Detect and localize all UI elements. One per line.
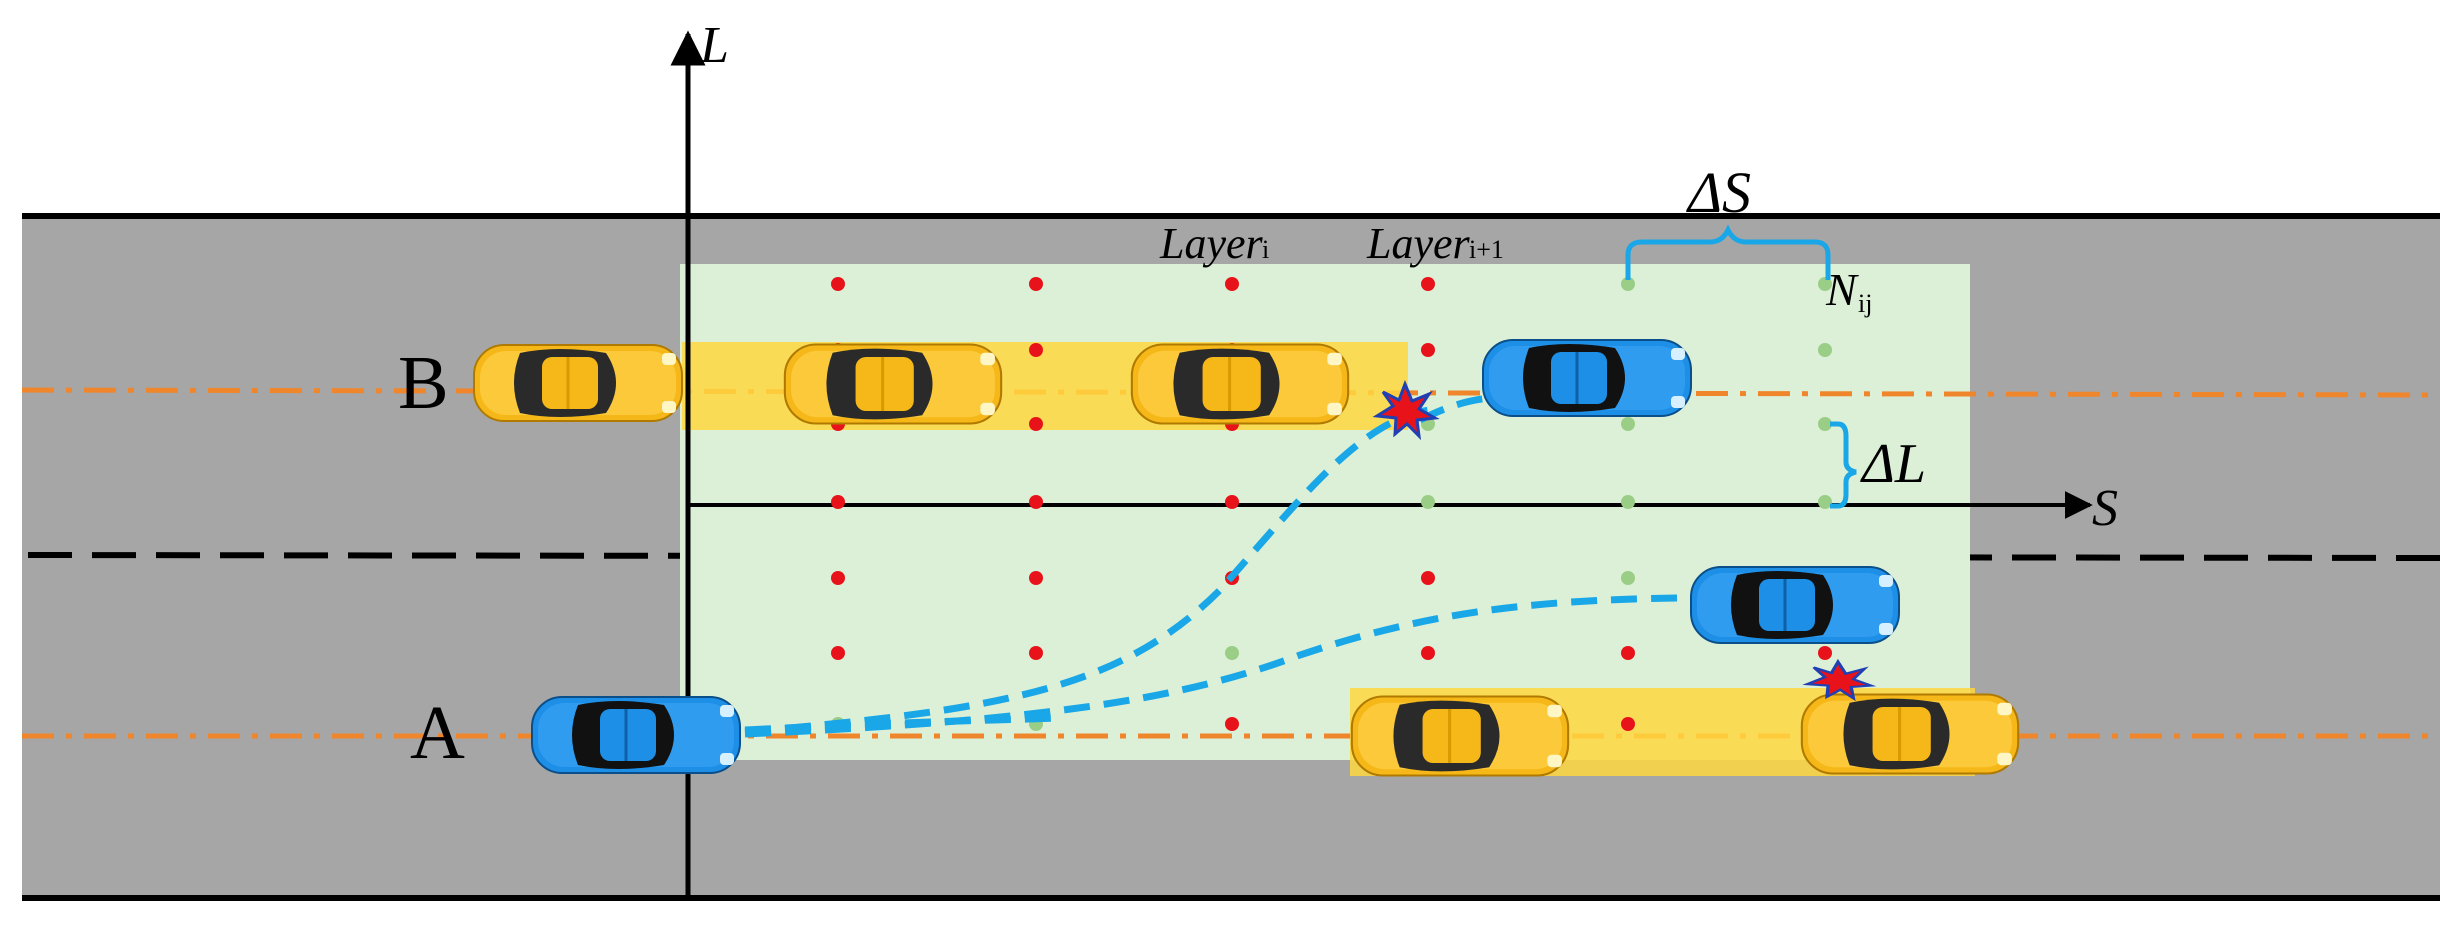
layer-next-label: Layer i+1	[1366, 219, 1504, 268]
car-yellow-a-2	[1800, 692, 2020, 776]
delta-l-brace	[1830, 421, 1857, 509]
lattice-node-blocked	[1421, 277, 1435, 291]
layer-i-label: Layer i	[1159, 219, 1269, 268]
car-blue-upper	[1481, 338, 1693, 418]
lattice-node-blocked	[831, 571, 845, 585]
car-blue-lower	[1689, 565, 1901, 645]
lattice-node-blocked	[1621, 646, 1635, 660]
layer-next-main: Layer	[1366, 219, 1471, 268]
s-axis-label: S	[2092, 480, 2118, 537]
lattice-node-blocked	[831, 495, 845, 509]
lattice-node-blocked	[831, 277, 845, 291]
lane-divider	[27, 552, 2441, 561]
lattice-node-free	[1621, 417, 1635, 431]
lattice-node-free	[1621, 495, 1635, 509]
lane-b-label: B	[398, 341, 449, 425]
delta-l-label: ΔL	[1860, 433, 1926, 495]
lattice-node-free	[1818, 277, 1832, 291]
lattice-node-free	[1621, 277, 1635, 291]
car-ego-b-start	[472, 343, 684, 423]
lattice-node-free	[1818, 417, 1832, 431]
lattice-node-blocked	[831, 646, 845, 660]
car-yellow-a-1	[1350, 694, 1570, 778]
lattice-node-blocked	[1029, 646, 1043, 660]
node-main: N	[1825, 264, 1859, 315]
lattice-node-blocked	[1421, 571, 1435, 585]
node-label: N ij	[1825, 264, 1872, 318]
lattice-node-free	[1421, 495, 1435, 509]
lattice-node-blocked	[1029, 417, 1043, 431]
lattice-node-blocked	[1621, 717, 1635, 731]
lane-a-label: A	[410, 691, 465, 775]
lattice-node-blocked	[1029, 495, 1043, 509]
lattice-node-blocked	[1029, 571, 1043, 585]
node-sub: ij	[1858, 289, 1872, 318]
lattice-node-free	[1818, 495, 1832, 509]
layer-i-main: Layer	[1159, 219, 1264, 268]
car-yellow-b-1	[783, 342, 1003, 426]
sampling-area	[680, 264, 1970, 760]
layer-next-sub: i+1	[1469, 235, 1504, 264]
lattice-node-blocked	[1818, 646, 1832, 660]
lattice-node-blocked	[1421, 646, 1435, 660]
car-yellow-b-2	[1130, 342, 1350, 426]
lattice-node-blocked	[1029, 277, 1043, 291]
l-axis-label: L	[699, 17, 729, 74]
car-ego-a-start	[530, 695, 742, 775]
lattice-node-blocked	[1225, 717, 1239, 731]
candidate-path-lower	[744, 714, 1061, 734]
lattice-node-blocked	[1029, 343, 1043, 357]
lattice-node-free	[1621, 571, 1635, 585]
lattice-node-blocked	[1421, 343, 1435, 357]
delta-s-brace	[1625, 224, 1831, 280]
lattice-node-free	[1818, 343, 1832, 357]
lattice-node-free	[1225, 646, 1239, 660]
lattice-node-blocked	[1225, 495, 1239, 509]
lattice-node-blocked	[1225, 277, 1239, 291]
layer-i-sub: i	[1262, 235, 1269, 264]
delta-s-label: ΔS	[1686, 160, 1751, 225]
